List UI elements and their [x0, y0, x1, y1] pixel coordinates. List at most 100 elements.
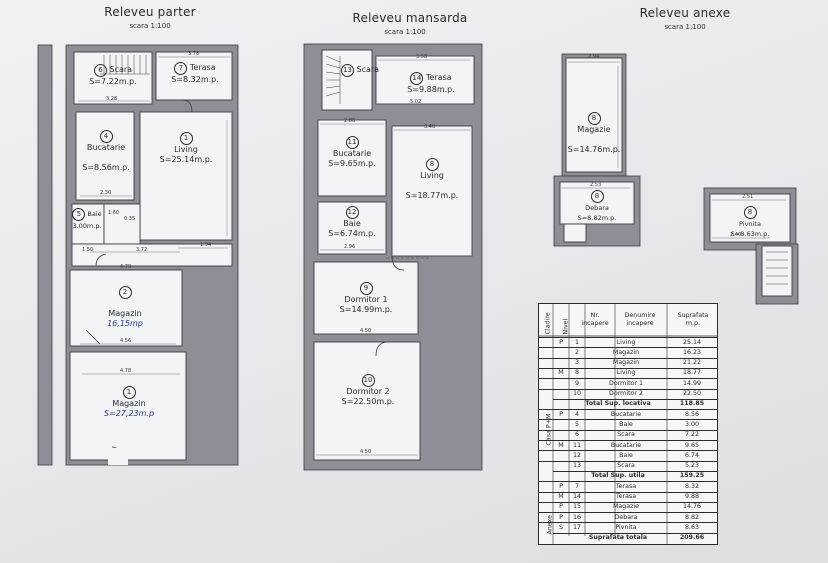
cell-nr: 1	[574, 338, 579, 346]
table-row	[553, 398, 717, 410]
dim-label: 3.28	[106, 96, 118, 102]
room-name: Dormitor 1	[344, 295, 388, 304]
room-name: Terasa	[425, 73, 452, 82]
room-name: Scara	[109, 65, 133, 74]
room-number: 12	[345, 206, 359, 219]
room-label-anexe-pivnita: 8 Pivnita S=8.63m.p.	[712, 206, 788, 239]
room-area: S=14.99m.p.	[339, 305, 393, 314]
total-label: Suprafata totala	[588, 534, 648, 542]
dim-label: 4.78	[120, 368, 132, 374]
dim-label: 1.60	[108, 210, 120, 216]
scale-anexe: scara 1:100	[664, 23, 706, 31]
cell-nivel: M	[558, 493, 564, 500]
dim-label: 4.56	[120, 338, 132, 344]
table-row	[539, 388, 717, 400]
table-row	[539, 347, 717, 358]
room-number: 9	[359, 282, 373, 295]
cell-nr: 2	[574, 348, 579, 356]
dim-label: 2.94	[588, 54, 600, 60]
table-row	[539, 460, 717, 472]
cell-nr: 7	[574, 482, 579, 490]
total-label: Total Sup. utila	[591, 472, 645, 480]
room-name: Pivnita	[739, 220, 761, 228]
room-label-parter-magazin-2: 2 Magazin 16,15mp	[90, 286, 160, 329]
room-number: 1	[122, 386, 136, 399]
cell-denumire: Terasa	[615, 493, 637, 500]
total-value: 159.25	[679, 472, 705, 480]
room-label-parter-living: 1 Living S=25.14m.p.	[150, 132, 222, 165]
room-label-parter-scara: 6 Scara S=7.22m.p.	[78, 64, 148, 87]
room-label-parter-baie: 5 Baie 3.00m.p.	[68, 208, 106, 231]
room-label-mansarda-dormitor-2: 10 Dormitor 2 S=22.50m.p.	[320, 374, 416, 407]
cell-denumire: Scara	[617, 431, 635, 439]
cell-suprafata: 14.76	[682, 503, 702, 511]
cell-suprafata: 9.65	[684, 441, 700, 449]
room-number: 4	[99, 130, 113, 143]
room-area: S=8.82m.p.	[577, 214, 617, 222]
cell-suprafata: 16.23	[682, 348, 702, 356]
table-row	[539, 522, 717, 533]
table-row	[539, 491, 717, 503]
cell-suprafata: 8.56	[684, 410, 700, 418]
cell-suprafata: 14.99	[682, 379, 702, 387]
plan-anexe	[553, 53, 799, 305]
dim-label: 4.50	[360, 449, 372, 455]
cell-suprafata: 9.88	[684, 493, 700, 500]
room-name: Magazin	[108, 309, 142, 318]
room-area: S=8.32m.p.	[171, 75, 219, 84]
room-label-mansarda-living: 8 Living S=18.77m.p.	[396, 158, 468, 201]
table-row	[553, 532, 717, 544]
room-area: S=22.50m.p.	[341, 397, 395, 406]
dim-label: 2.96	[344, 244, 356, 250]
cell-suprafata: 5.23	[684, 462, 700, 470]
table-row	[539, 501, 717, 513]
room-area-handwritten: 16,15mp	[107, 319, 143, 328]
cell-nr: 3	[574, 359, 579, 367]
cell-nivel: P	[559, 513, 563, 521]
room-name: Living	[420, 171, 444, 180]
room-number: 1	[179, 132, 193, 145]
dim-label: 3.58	[416, 54, 428, 60]
cell-denumire: Living	[616, 369, 636, 377]
cell-suprafata: 6.74	[684, 451, 700, 459]
cell-nr: 13	[572, 462, 581, 470]
cell-nr: 15	[572, 503, 581, 511]
room-area: S=8.63m.p.	[730, 230, 770, 238]
cell-nr: 8	[574, 369, 579, 377]
room-number: 8	[590, 190, 604, 203]
room-label-anexe-magazie: 8 Magazie S=14.76m.p.	[566, 112, 622, 155]
room-area: S=9.65m.p.	[328, 159, 376, 168]
room-label-anexe-debara: 8 Debara S=8.82m.p.	[560, 190, 634, 223]
room-label-parter-magazin-1: 1 Magazin S=27,23m.p	[86, 386, 172, 419]
dim-label: 2.40	[730, 232, 742, 238]
scale-parter: scara 1:100	[129, 22, 171, 30]
table-row	[539, 357, 717, 369]
room-number: 8	[425, 158, 439, 171]
col-header-denumire: Denumire incapere	[624, 312, 656, 327]
dim-label: 4.50	[360, 328, 372, 334]
dim-label: 4.79	[120, 264, 132, 270]
cell-suprafata: 7.22	[684, 431, 700, 439]
room-number: 10	[361, 374, 375, 387]
cell-denumire: Debara	[614, 513, 638, 521]
table-row	[539, 378, 717, 389]
col-header-nr: Nr. incapere	[581, 312, 609, 327]
col-header-suprafata: Suprafata m.p.	[677, 312, 709, 327]
cell-suprafata: 8.82	[684, 513, 700, 521]
cell-denumire: Dormitor 2	[609, 390, 643, 397]
room-number: 5	[72, 208, 86, 221]
room-number: 13	[340, 64, 354, 77]
cell-nr: 9	[574, 379, 579, 387]
total-value: 209.66	[679, 534, 705, 542]
room-number: 2	[118, 286, 132, 299]
room-number: 14	[410, 72, 424, 85]
cell-suprafata: 18.77	[682, 369, 702, 377]
table-row	[539, 419, 717, 430]
room-number: 11	[345, 136, 359, 149]
cell-nr: 14	[572, 493, 581, 500]
cell-denumire: Baie	[619, 451, 633, 459]
room-area: 3.00m.p.	[72, 222, 102, 230]
cell-suprafata: 21.22	[682, 359, 702, 367]
dim-label: 2.53	[590, 182, 602, 188]
